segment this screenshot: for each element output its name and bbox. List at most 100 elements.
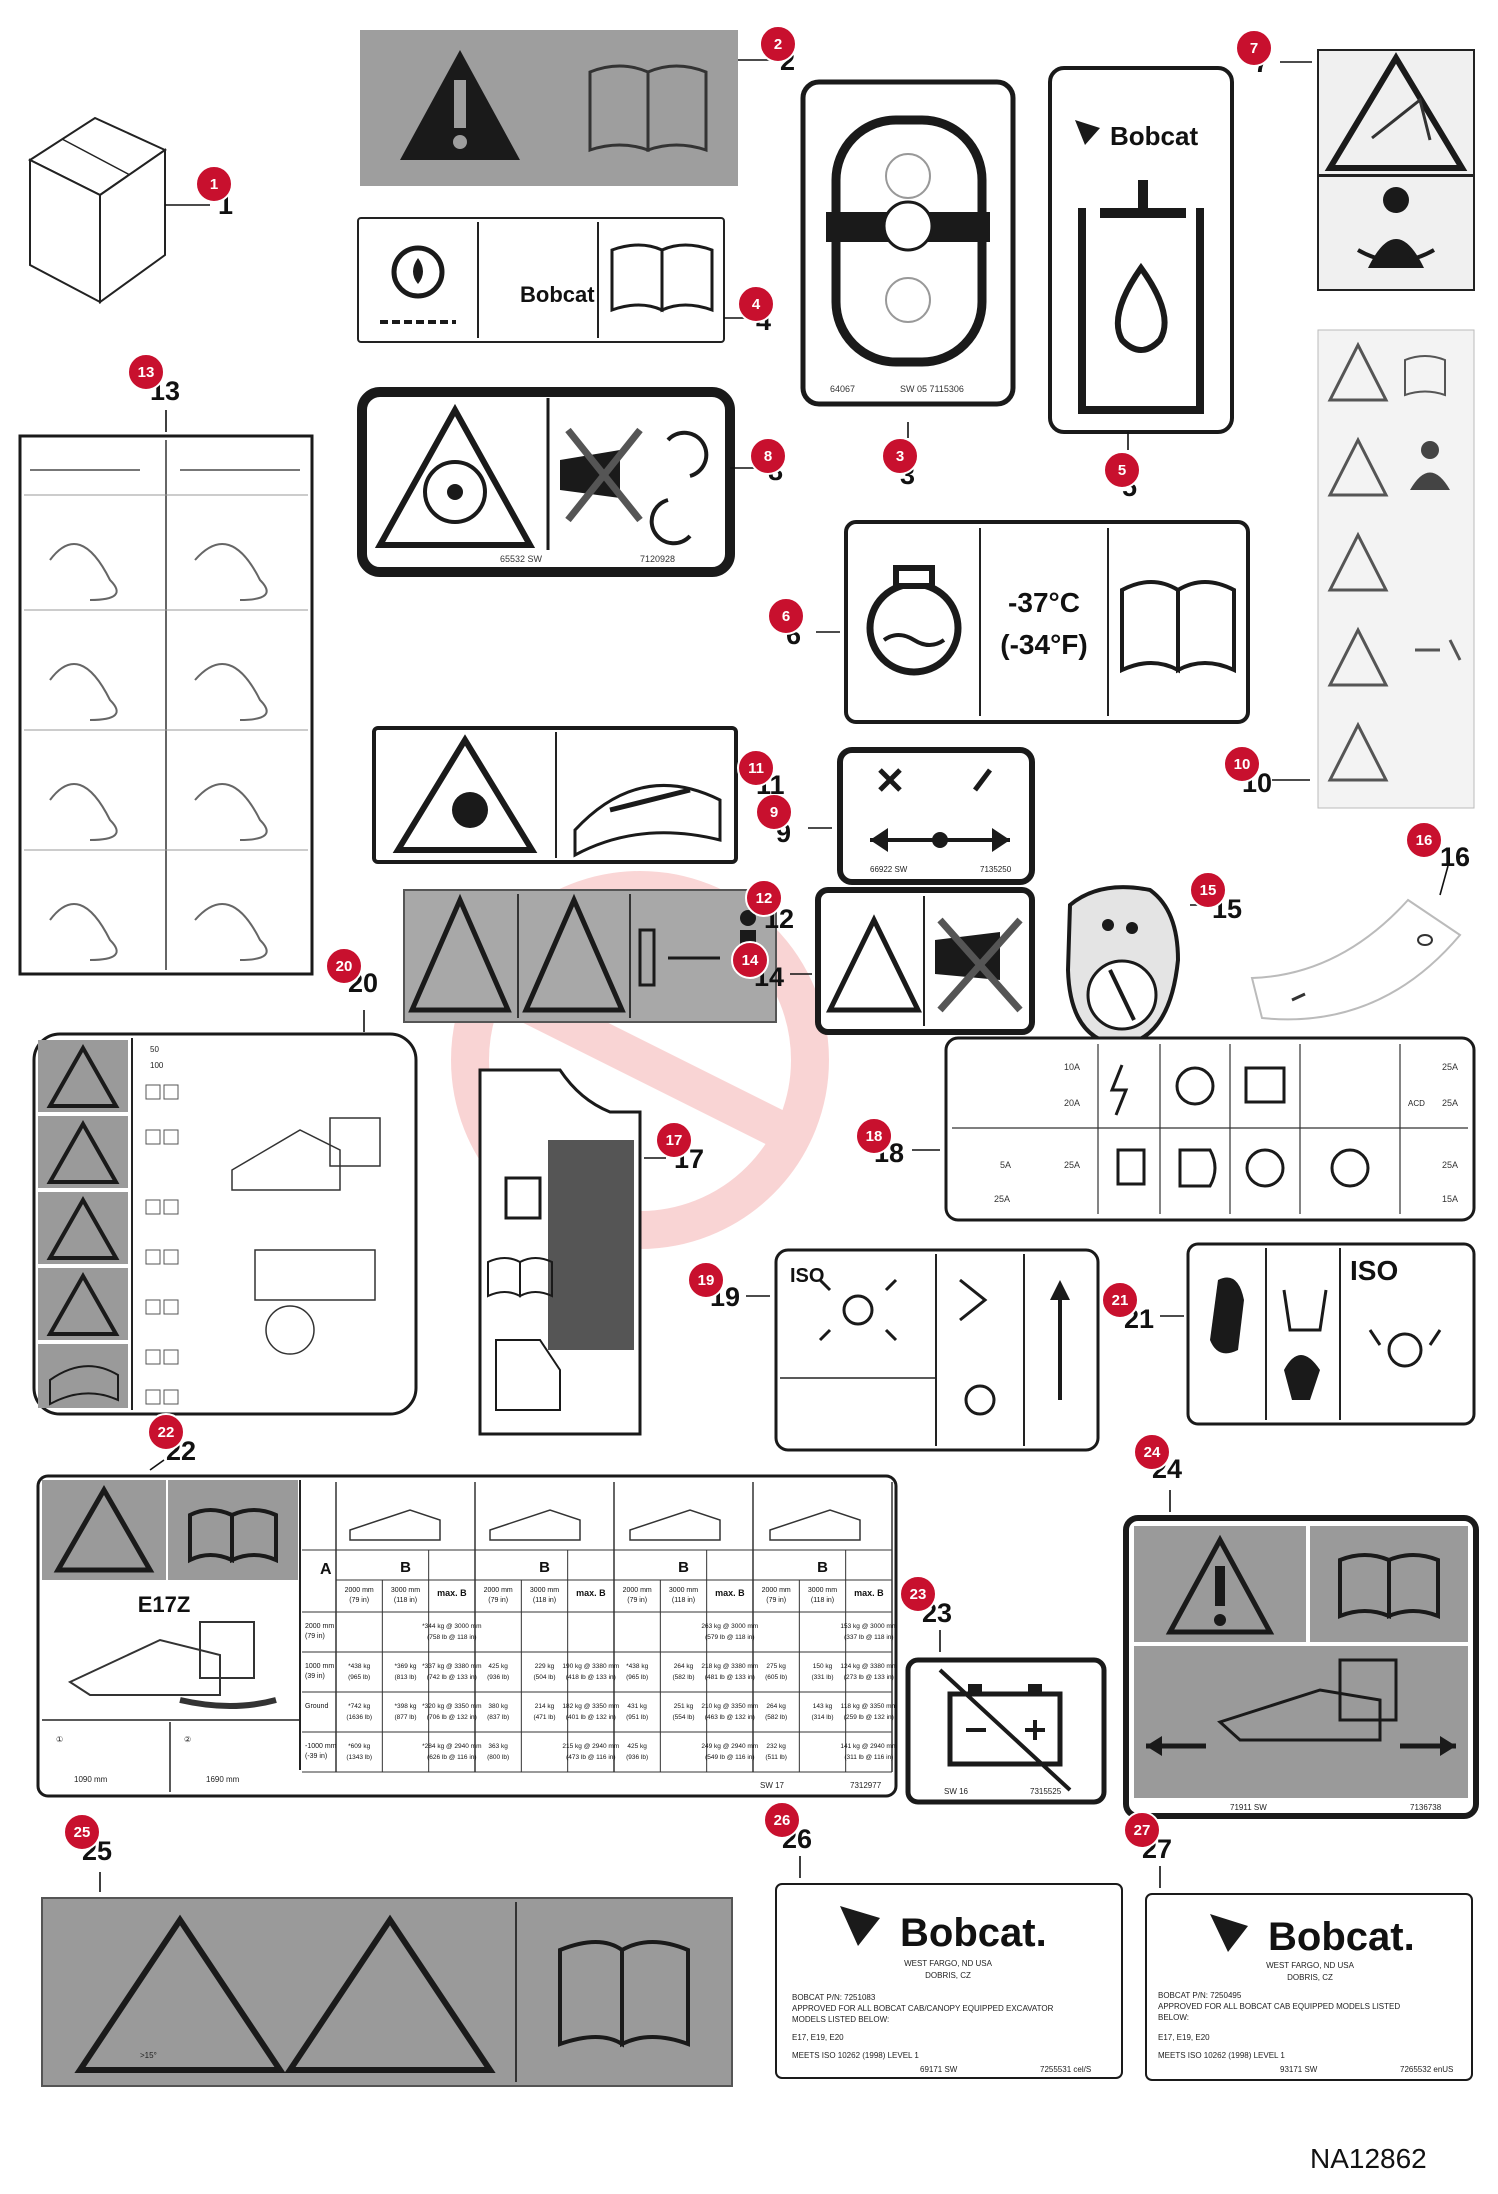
table-col-3000-in: (118 in) — [672, 1597, 695, 1604]
item-23-ref: 7315525 — [1030, 1787, 1062, 1796]
table-cell: 214 kg — [535, 1703, 555, 1710]
callout-badge-12[interactable]: 12 — [745, 879, 783, 917]
table-col-2000: 2000 mm — [345, 1587, 374, 1594]
table-header-icons — [349, 1509, 861, 1541]
table-cell: 229 kg — [535, 1663, 555, 1670]
plate-27-address-2: DOBRIS, CZ — [1287, 1973, 1333, 1982]
plate-27-approval-2: BELOW: — [1158, 2013, 1189, 2022]
callout-badge-14[interactable]: 14 — [731, 941, 769, 979]
item-12-decal — [403, 889, 777, 1023]
table-cell-sub: (742 lb @ 133 in) — [427, 1674, 477, 1681]
table-cell: 190 kg @ 3380 mm — [562, 1663, 619, 1670]
table-row-name: 2000 mm — [305, 1623, 334, 1630]
table-cell-sub: (337 lb @ 118 in) — [844, 1634, 893, 1641]
callout-badge-text-19: 19 — [698, 1272, 715, 1289]
callout-badge-27[interactable]: 27 — [1123, 1811, 1161, 1849]
table-col-3000: 3000 mm — [530, 1587, 559, 1594]
callout-badge-25[interactable]: 25 — [63, 1813, 101, 1851]
item-8-decal: 65532 SW 7120928 — [357, 387, 762, 577]
callout-badge-23[interactable]: 23 — [899, 1575, 937, 1613]
table-col-3000: 3000 mm — [669, 1587, 698, 1594]
plate-27-models: E17, E19, E20 — [1158, 2033, 1210, 2042]
callout-badge-8[interactable]: 8 — [749, 437, 787, 475]
item-22-ref: 7312977 — [850, 1781, 882, 1790]
callout-badge-text-15: 15 — [1200, 882, 1217, 899]
callout-badge-1[interactable]: 1 — [195, 165, 233, 203]
table-cell-sub: (800 lb) — [487, 1754, 509, 1761]
callout-badge-text-25: 25 — [74, 1824, 91, 1841]
callout-badge-text-8: 8 — [764, 448, 772, 465]
callout-badge-6[interactable]: 6 — [767, 597, 805, 635]
fuse-20a: 20A — [1064, 1098, 1080, 1108]
callout-badge-16[interactable]: 16 — [1405, 821, 1443, 859]
table-cell: *398 kg — [394, 1703, 416, 1710]
plate-27-code: 93171 SW — [1280, 2065, 1318, 2074]
item-4-brand: Bobcat — [520, 282, 595, 307]
table-row-name: 1000 mm — [305, 1663, 334, 1670]
callout-badge-17[interactable]: 17 — [655, 1121, 693, 1159]
callout-badge-26[interactable]: 26 — [763, 1801, 801, 1839]
table-cell-sub: (314 lb) — [811, 1714, 833, 1721]
table-cell-sub: (758 lb @ 118 in) — [427, 1634, 476, 1641]
callout-badge-text-1: 1 — [210, 176, 218, 193]
fuse-acd: ACD — [1408, 1099, 1425, 1108]
table-cell: *369 kg — [394, 1663, 416, 1670]
item-9-code: 66922 SW — [870, 865, 908, 874]
item-9-ref: 7135250 — [980, 865, 1012, 874]
table-col-2000: 2000 mm — [623, 1587, 652, 1594]
item-24-code: 71911 SW — [1230, 1803, 1267, 1812]
callout-badge-9[interactable]: 9 — [755, 793, 793, 831]
table-col-3000: 3000 mm — [391, 1587, 420, 1594]
table-cell-sub: (504 lb) — [533, 1674, 555, 1681]
callout-badge-20[interactable]: 20 — [325, 947, 363, 985]
callout-badge-15[interactable]: 15 — [1189, 871, 1227, 909]
item-20-legend-a: 50 — [150, 1045, 159, 1054]
callout-badge-5[interactable]: 5 — [1103, 451, 1141, 489]
item-18-decal: 10A 20A 5A 25A 25A 25A 25A 25A 15A ACD — [912, 1036, 1476, 1222]
callout-badge-24[interactable]: 24 — [1133, 1433, 1171, 1471]
table-cell: *284 kg @ 2940 mm — [422, 1743, 481, 1750]
callout-badge-21[interactable]: 21 — [1101, 1281, 1139, 1319]
table-cell: *438 kg — [348, 1663, 370, 1670]
plate-26-code: 69171 SW — [920, 2065, 958, 2074]
callout-badge-11[interactable]: 11 — [737, 749, 775, 787]
plate-26-address-2: DOBRIS, CZ — [925, 1971, 971, 1980]
item-9-decal: 66922 SW 7135250 — [808, 747, 1035, 885]
callout-badge-10[interactable]: 10 — [1223, 745, 1261, 783]
callout-badge-7[interactable]: 7 — [1235, 29, 1273, 67]
table-row-sub: (39 in) — [305, 1673, 325, 1680]
table-cell-sub: (549 lb @ 116 in) — [705, 1754, 754, 1761]
table-cell-sub: (511 lb) — [765, 1754, 787, 1761]
item-16-decal — [1250, 865, 1462, 1021]
table-cell: 182 kg @ 3350 mm — [562, 1703, 619, 1710]
callout-badge-18[interactable]: 18 — [855, 1117, 893, 1155]
table-cell: *609 kg — [348, 1743, 370, 1750]
item-25-angle: >15° — [140, 2051, 157, 2060]
plate-26-standard: MEETS ISO 10262 (1998) LEVEL 1 — [792, 2051, 919, 2060]
callout-badge-3[interactable]: 3 — [881, 437, 919, 475]
item-5-decal: Bobcat — [1048, 66, 1234, 450]
table-cell-sub: (259 lb @ 132 in) — [844, 1714, 894, 1721]
callout-badge-text-20: 20 — [336, 958, 353, 975]
plate-26-part: BOBCAT P/N: 7251083 — [792, 1993, 876, 2002]
callout-badge-13[interactable]: 13 — [127, 353, 165, 391]
callout-badge-4[interactable]: 4 — [737, 285, 775, 323]
callout-badge-22[interactable]: 22 — [147, 1413, 185, 1451]
callout-badge-2[interactable]: 2 — [759, 25, 797, 63]
callout-badge-19[interactable]: 19 — [687, 1261, 725, 1299]
fuse-25a-left-b: 25A — [1064, 1160, 1080, 1170]
item-8-ref: 7120928 — [640, 554, 675, 564]
table-cell-sub: (463 lb @ 132 in) — [705, 1714, 755, 1721]
callout-badge-text-7: 7 — [1250, 40, 1258, 57]
table-cell: 118 kg @ 3350 mm — [841, 1703, 897, 1710]
table-row-name: Ground — [305, 1703, 328, 1710]
item-26-plate: Bobcat. WEST FARGO, ND USA DOBRIS, CZ BO… — [775, 1856, 1123, 2079]
plate-27-approval-1: APPROVED FOR ALL BOBCAT CAB EQUIPPED MOD… — [1158, 2002, 1400, 2011]
callout-badge-text-11: 11 — [748, 760, 764, 777]
fuse-25a-left-a: 25A — [994, 1194, 1010, 1204]
table-cell: *344 kg @ 3000 mm — [422, 1623, 481, 1630]
table-cell: 249 kg @ 2940 mm — [701, 1743, 758, 1750]
table-cell: 264 kg — [766, 1703, 786, 1710]
callouts: 1122334455667788991010111112121313141415… — [63, 25, 1470, 1866]
